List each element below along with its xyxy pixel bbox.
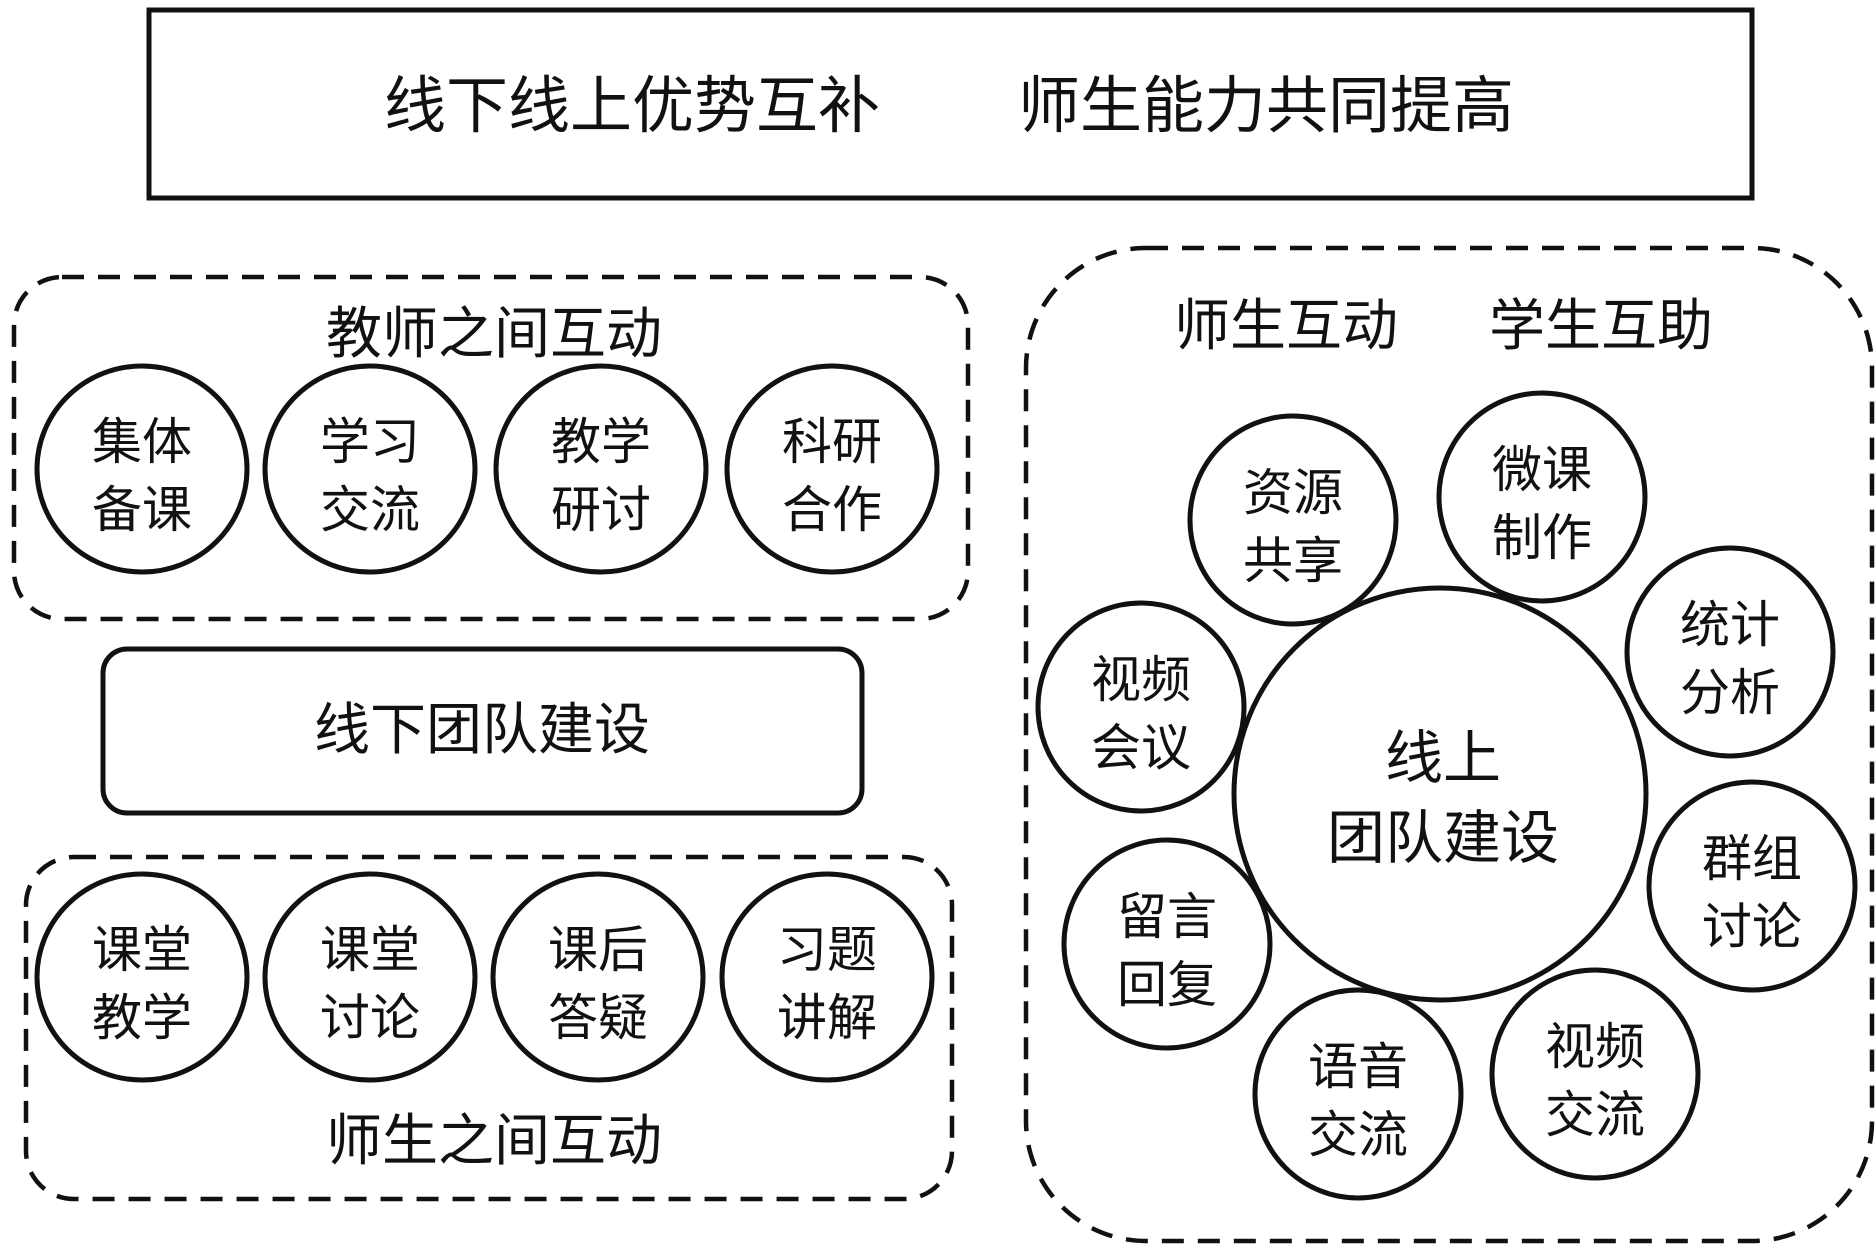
online-activity-node-line1: 微课 (1492, 441, 1592, 499)
online-activity-node-circle (1035, 600, 1247, 814)
online-activity-node-line1: 留言 (1117, 888, 1217, 946)
teacher-group-title: 教师之间互动 (326, 302, 662, 367)
header-left-text: 线下线上优势互补 (384, 69, 880, 142)
header-frame (146, 7, 1755, 201)
student-activity-node-line1: 课后 (548, 921, 648, 979)
online-activity-node-line2: 会议 (1091, 719, 1191, 777)
teacher-activity-node-line1: 学习 (320, 413, 420, 471)
header-box: 线下线上优势互补 师生能力共同提高 (146, 7, 1755, 201)
online-group-frame (1023, 245, 1875, 1244)
online-activity-node-circle (1489, 967, 1701, 1181)
student-activity-node-line1: 习题 (777, 921, 877, 979)
student-group-title: 师生之间互动 (326, 1109, 662, 1174)
online-activity-node-line1: 群组 (1702, 830, 1802, 888)
online-activity-node-line1: 资源 (1243, 464, 1343, 522)
online-activity-node-line2: 交流 (1308, 1106, 1408, 1164)
teacher-activity-node-line2: 合作 (782, 481, 882, 539)
student-activity-node-line1: 课堂 (320, 921, 420, 979)
student-activity-node-circle (490, 871, 706, 1083)
teacher-activity-node-circle (724, 363, 940, 575)
online-center-circle (1231, 585, 1649, 1003)
online-center-line2: 团队建设 (1327, 804, 1559, 872)
teacher-activity-node-line1: 教学 (551, 413, 651, 471)
online-title-right: 学生互助 (1489, 294, 1713, 359)
teacher-activity-node-circle (262, 363, 478, 575)
teacher-activity-node-line2: 交流 (320, 481, 420, 539)
online-activity-node-circle (1646, 779, 1858, 993)
teacher-activity-node-circle (493, 363, 709, 575)
header-right-text: 师生能力共同提高 (1018, 69, 1514, 142)
online-activity-node-line2: 共享 (1243, 532, 1343, 590)
student-activity-node-line2: 答疑 (548, 989, 648, 1047)
teacher-activity-node-line2: 研讨 (551, 481, 651, 539)
online-center-line1: 线上 (1385, 724, 1501, 792)
online-activity-node-circle (1187, 413, 1399, 627)
teacher-activity-node-line1: 科研 (782, 413, 882, 471)
online-activity-node-line2: 制作 (1492, 509, 1592, 567)
teacher-activity-node-line2: 备课 (92, 481, 192, 539)
offline-team-building: 线下团队建设 (100, 646, 865, 816)
student-activity-node-circle (262, 871, 478, 1083)
online-activity-node-circle (1624, 545, 1836, 759)
online-activity-node-line2: 交流 (1545, 1086, 1645, 1144)
online-activity-node-line1: 视频 (1091, 651, 1191, 709)
student-activity-node-line1: 课堂 (92, 921, 192, 979)
student-activity-node-line2: 教学 (92, 989, 192, 1047)
teacher-group-frame (11, 274, 971, 622)
online-activity-node-circle (1061, 837, 1273, 1051)
teacher-activity-node-circle (34, 363, 250, 575)
online-activity-node-circle (1252, 987, 1464, 1201)
online-activity-node-line2: 分析 (1680, 664, 1780, 722)
online-center-node: 线上 团队建设 (1231, 585, 1649, 1003)
online-activity-node-line1: 视频 (1545, 1018, 1645, 1076)
online-title-left: 师生互动 (1174, 294, 1398, 359)
online-activity-node-line1: 统计 (1680, 596, 1780, 654)
online-activity-node-line1: 语音 (1308, 1038, 1408, 1096)
student-activity-node-circle (719, 871, 935, 1083)
online-activity-node-circle (1436, 390, 1648, 604)
online-activity-node-line2: 讨论 (1702, 898, 1802, 956)
student-activity-node-line2: 讲解 (777, 989, 877, 1047)
teacher-activity-node-line1: 集体 (92, 413, 192, 471)
student-activity-node-circle (34, 871, 250, 1083)
student-activity-node-line2: 讨论 (320, 989, 420, 1047)
offline-team-label: 线下团队建设 (314, 698, 650, 763)
offline-team-frame (100, 646, 865, 816)
online-group: 师生互动 学生互助 资源共享微课制作统计分析群组讨论视频交流语音交流留言回复视频… (1023, 245, 1875, 1244)
student-group-frame (23, 854, 955, 1202)
online-activity-node-line2: 回复 (1117, 956, 1217, 1014)
